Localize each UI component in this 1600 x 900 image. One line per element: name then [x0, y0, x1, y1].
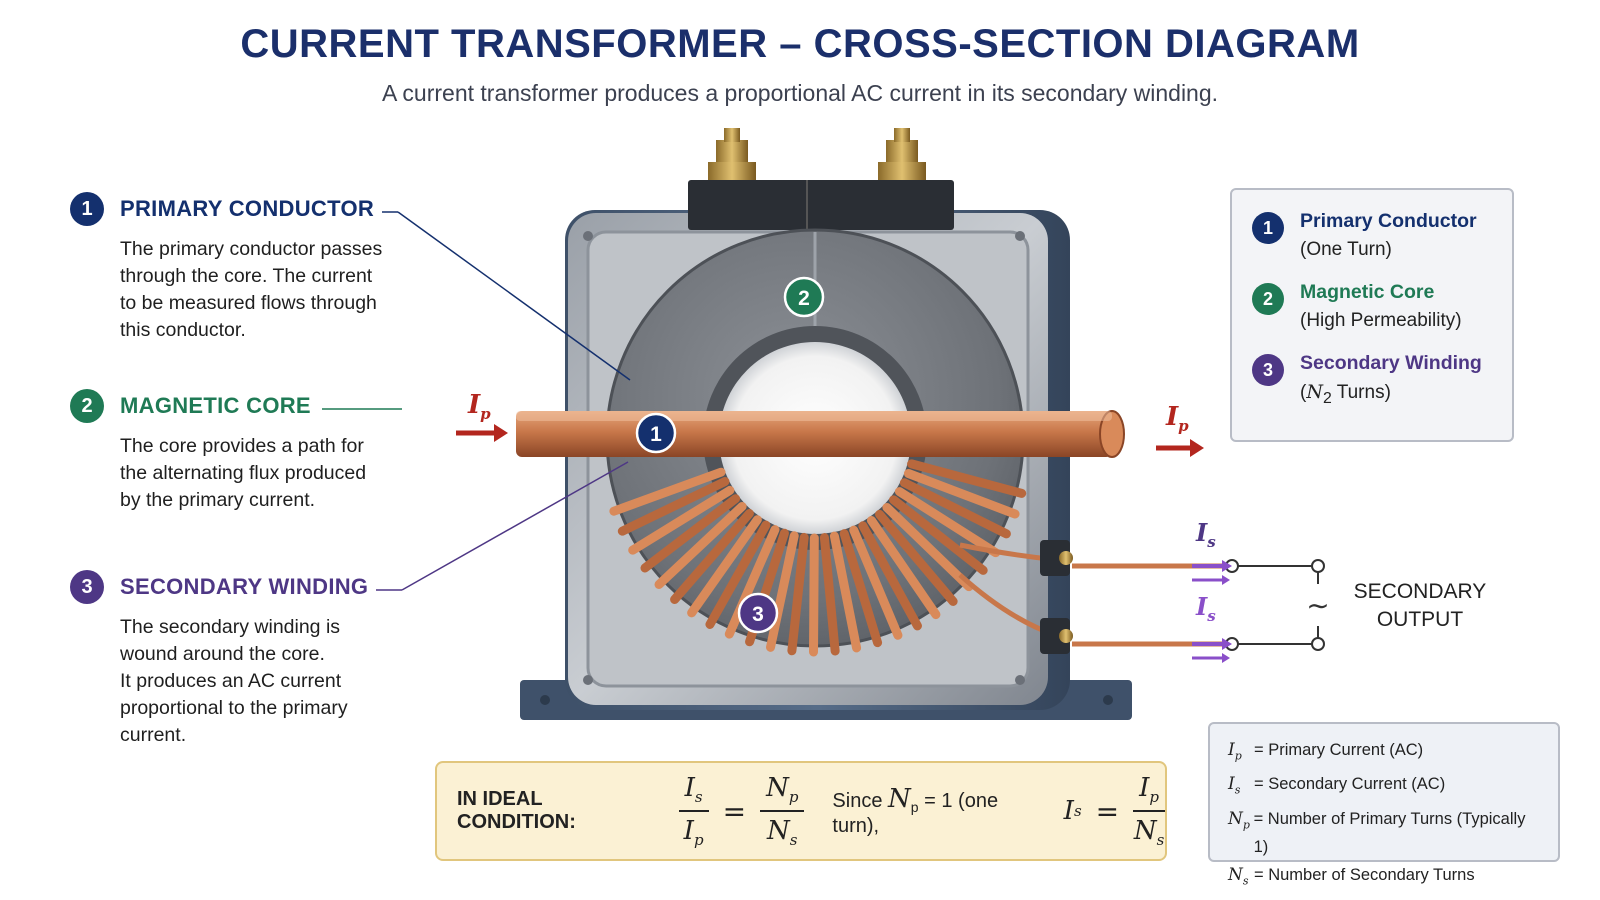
winding-turn — [839, 529, 883, 648]
ip-label-left: Ip — [468, 390, 491, 424]
winding-turn — [858, 521, 922, 631]
variable-row: Ip = Primary Current (AC) — [1228, 740, 1424, 763]
marker-winding: 3 — [737, 592, 779, 634]
since-clause: Since Np = 1 (one turn), — [832, 784, 999, 837]
winding-turn — [787, 532, 809, 656]
primary-conductor-bar — [516, 410, 1125, 458]
winding-turn — [705, 520, 771, 629]
terminal-block — [688, 128, 954, 230]
winding-turn — [609, 467, 726, 516]
winding-turn — [829, 531, 862, 653]
marker-core: 2 — [783, 276, 825, 318]
legend-item-core: 2 Magnetic Core (High Permeability) — [1252, 281, 1492, 332]
output-circuit: ∼ — [1225, 559, 1330, 651]
winding-turn — [907, 459, 1027, 498]
callout-primary-conductor: 1 PRIMARY CONDUCTOR The primary conducto… — [70, 192, 400, 344]
svg-text:1: 1 — [650, 423, 662, 446]
winding-turn — [670, 508, 754, 605]
is-arrows — [1192, 560, 1232, 663]
secondary-leads — [958, 540, 1232, 654]
callout-description: The secondary winding is wound around th… — [120, 616, 348, 746]
svg-text:2: 2 — [798, 287, 810, 310]
variable-definitions: Ip = Primary Current (AC) Is = Secondary… — [1208, 722, 1560, 887]
winding-turn — [640, 494, 741, 573]
winding-turn — [617, 477, 730, 536]
is-label-top: Is — [1196, 518, 1216, 551]
is-label-bottom: Is — [1196, 592, 1216, 625]
winding-turn — [889, 495, 988, 575]
winding-turn — [819, 533, 840, 656]
legend-item-primary: 1 Primary Conductor (One Turn) — [1252, 210, 1492, 261]
ideal-condition-formula: IN IDEAL CONDITION: Is Ip = Np Ns Since … — [435, 761, 1167, 861]
winding-turn — [724, 525, 780, 639]
winding-turn — [766, 531, 799, 652]
legend-box: 1 Primary Conductor (One Turn) 2 Magneti… — [1230, 188, 1514, 442]
formula-label: IN IDEAL CONDITION: — [457, 788, 576, 833]
callout-description: The primary conductor passes through the… — [120, 238, 383, 341]
winding-turn — [849, 525, 903, 640]
ip-label-right: Ip — [1166, 402, 1189, 436]
callout-description: The core provides a path for the alterna… — [120, 435, 367, 511]
top-terminal-right — [878, 128, 926, 180]
winding-turn — [903, 469, 1020, 519]
winding-turn — [875, 509, 958, 606]
fraction-is-over-ip: Is Ip — [678, 773, 709, 849]
leader-lines — [322, 211, 631, 591]
page-title: CURRENT TRANSFORMER – CROSS-SECTION DIAG… — [240, 22, 1360, 66]
callout-title: MAGNETIC CORE — [120, 393, 311, 418]
equals-sign: = — [722, 794, 747, 828]
winding-turn — [882, 502, 974, 592]
ac-source-symbol: ∼ — [1306, 589, 1329, 622]
variable-row: Ns = Number of Secondary Turns — [1228, 864, 1475, 888]
callout-badge: 3 — [70, 570, 104, 604]
winding-turn — [894, 487, 1001, 558]
winding-turn — [809, 533, 819, 657]
winding-turn — [899, 478, 1011, 539]
winding-turn — [654, 501, 747, 589]
top-terminal-left — [708, 128, 756, 180]
page-subtitle: A current transformer produces a proport… — [381, 80, 1219, 106]
legend-item-winding: 3 Secondary Winding (N2 Turns) — [1252, 352, 1492, 408]
secondary-output-label: SECONDARY OUTPUT — [1353, 580, 1487, 631]
winding-turn — [628, 485, 735, 555]
callout-badge: 1 — [70, 192, 104, 226]
winding-turn — [687, 515, 762, 618]
fraction-np-over-ns: Np Ns — [760, 773, 805, 849]
svg-text:3: 3 — [752, 603, 764, 626]
variable-row: Np = Number of Primary Turns (Typically … — [1228, 808, 1526, 856]
callout-badge: 2 — [70, 389, 104, 423]
marker-primary: 1 — [635, 412, 677, 454]
equals-sign: = — [1095, 794, 1120, 828]
callout-secondary-winding: 3 SECONDARY WINDING The secondary windin… — [70, 570, 400, 749]
callout-title: PRIMARY CONDUCTOR — [120, 196, 375, 221]
callout-magnetic-core: 2 MAGNETIC CORE The core provides a path… — [70, 389, 400, 514]
fraction-ip-over-ns: Ip Ns — [1133, 772, 1165, 850]
variable-row: Is = Secondary Current (AC) — [1228, 774, 1446, 797]
ip-arrows — [456, 424, 1204, 457]
winding-turn — [866, 516, 941, 620]
callout-title: SECONDARY WINDING — [120, 574, 369, 599]
